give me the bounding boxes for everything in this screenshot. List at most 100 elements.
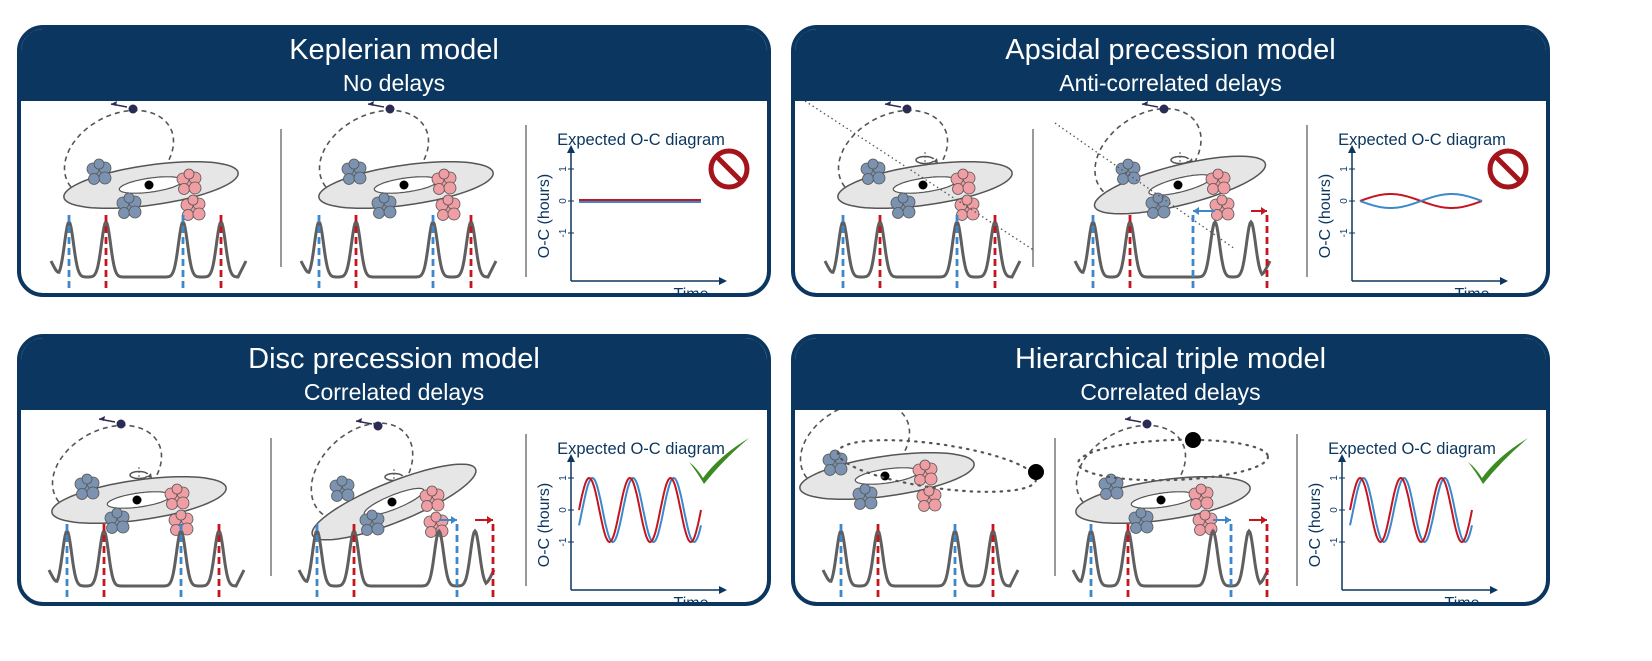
y-tick-label: -1 bbox=[1329, 537, 1340, 546]
binary-system bbox=[1054, 101, 1267, 250]
y-tick-label: 0 bbox=[1329, 507, 1340, 513]
star-lobe bbox=[864, 496, 878, 510]
pink-star bbox=[912, 459, 938, 486]
star-lobe bbox=[1130, 522, 1142, 534]
light-curve bbox=[299, 219, 498, 279]
star-lobe bbox=[961, 194, 973, 206]
binary-system bbox=[63, 101, 239, 221]
oc-diagram-title: Expected O-C diagram bbox=[1328, 440, 1496, 458]
star-lobe bbox=[111, 507, 123, 519]
tertiary-star bbox=[1028, 464, 1044, 480]
pink-star bbox=[950, 168, 976, 195]
light-curve bbox=[297, 528, 496, 588]
x-axis-arrow bbox=[1490, 586, 1498, 594]
star-lobe bbox=[1190, 498, 1202, 510]
star-lobe bbox=[178, 183, 190, 195]
binary-system bbox=[1075, 416, 1269, 536]
pink-star bbox=[176, 168, 202, 195]
prohibited-ring bbox=[708, 148, 750, 190]
panel-subtitle: Anti-correlated delays bbox=[1059, 70, 1282, 96]
star-lobe bbox=[188, 181, 202, 195]
star-lobe bbox=[128, 205, 142, 219]
blue-star bbox=[860, 158, 886, 185]
blue-star bbox=[1098, 473, 1124, 500]
star-lobe bbox=[336, 475, 348, 487]
star-lobe bbox=[106, 522, 118, 534]
pink-star bbox=[1205, 168, 1231, 195]
star-lobe bbox=[919, 459, 931, 471]
pink-star bbox=[164, 483, 190, 510]
y-axis-label: O-C (hours) bbox=[1307, 483, 1324, 567]
star-lobe bbox=[962, 181, 976, 195]
tertiary-star bbox=[1185, 432, 1201, 448]
star-lobe bbox=[1147, 207, 1159, 219]
oc-series-blue bbox=[1349, 476, 1473, 544]
tertiary-orbit bbox=[836, 439, 1038, 493]
star-lobe bbox=[862, 173, 874, 185]
star-lobe bbox=[86, 486, 100, 500]
prohibited-slash bbox=[1494, 155, 1522, 183]
prohibited-slash bbox=[715, 155, 743, 183]
checkmark-icon bbox=[689, 438, 749, 484]
light-curve bbox=[823, 219, 1022, 279]
panel-subtitle: No delays bbox=[342, 70, 446, 96]
blue-star bbox=[74, 473, 100, 500]
star-lobe bbox=[834, 462, 848, 476]
star-lobe bbox=[1122, 158, 1134, 170]
oc-diagram-title: Expected O-C diagram bbox=[1338, 131, 1506, 149]
star-lobe bbox=[1195, 483, 1207, 495]
panel-header: Disc precession model Correlated delays bbox=[21, 338, 767, 410]
star-lobe bbox=[118, 207, 130, 219]
star-lobe bbox=[183, 168, 195, 180]
panel-disc: Disc precession model Correlated delays … bbox=[17, 334, 771, 606]
star-lobe bbox=[1135, 507, 1147, 519]
star-lobe bbox=[421, 500, 433, 512]
light-curve bbox=[49, 219, 248, 279]
oc-series-blue bbox=[1359, 193, 1483, 209]
star-lobe bbox=[430, 511, 442, 523]
star-lobe bbox=[859, 483, 871, 495]
star-lobe bbox=[928, 498, 942, 512]
oc-diagram-title: Expected O-C diagram bbox=[557, 131, 725, 149]
y-tick-label: 1 bbox=[1329, 475, 1340, 481]
blue-star bbox=[1145, 192, 1171, 219]
x-axis-label: Time bbox=[674, 595, 709, 602]
star-lobe bbox=[176, 496, 190, 510]
panel-apsidal: Apsidal precession model Anti-correlated… bbox=[791, 25, 1550, 297]
star-lobe bbox=[431, 498, 445, 512]
pink-star bbox=[419, 485, 445, 512]
star-lobe bbox=[892, 207, 904, 219]
blue-delay-arrow-head bbox=[451, 516, 457, 524]
blue-star bbox=[329, 475, 355, 502]
panel-title: Apsidal precession model bbox=[1005, 34, 1336, 66]
star-lobe bbox=[93, 158, 105, 170]
blue-delay-arrow-head bbox=[1225, 516, 1231, 524]
star-lobe bbox=[192, 207, 206, 221]
precession-marker bbox=[915, 155, 935, 165]
star-lobe bbox=[348, 158, 360, 170]
star-lobe bbox=[343, 173, 355, 185]
blue-star bbox=[890, 192, 916, 219]
apsidal-line bbox=[1054, 122, 1236, 250]
y-tick-label: -1 bbox=[558, 228, 569, 237]
star-lobe bbox=[1199, 509, 1211, 521]
star-lobe bbox=[1100, 488, 1112, 500]
apsidal-line bbox=[804, 101, 1036, 252]
arrow-head bbox=[99, 416, 105, 421]
y-axis-arrow bbox=[1338, 454, 1346, 462]
star-lobe bbox=[1221, 207, 1235, 221]
star-lobe bbox=[426, 485, 438, 497]
red-delay-arrow-head bbox=[1261, 207, 1267, 215]
x-axis-label: Time bbox=[1455, 286, 1490, 293]
companion-star bbox=[128, 104, 138, 114]
x-axis-label: Time bbox=[1445, 595, 1480, 602]
y-tick-label: 1 bbox=[1339, 166, 1350, 172]
central-object bbox=[387, 497, 397, 507]
blue-star bbox=[371, 192, 397, 219]
pink-star bbox=[168, 509, 194, 536]
blue-star bbox=[359, 509, 385, 536]
central-object bbox=[1173, 180, 1183, 190]
star-lobe bbox=[378, 192, 390, 204]
star-lobe bbox=[361, 524, 373, 536]
